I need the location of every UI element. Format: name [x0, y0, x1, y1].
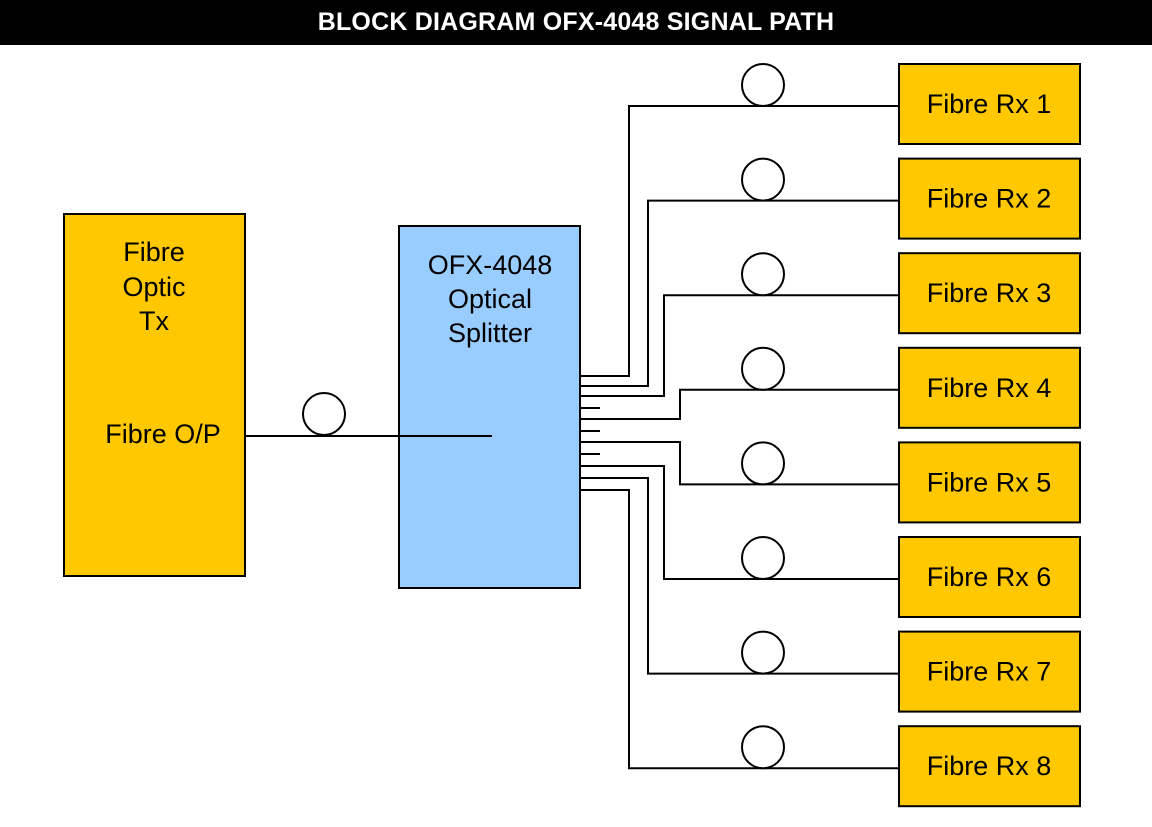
- fibre-spool-icon: [741, 252, 785, 297]
- fibre-rx-block: [898, 441, 1081, 524]
- fibre-spool-icon: [741, 536, 785, 580]
- fibre-spool-icon: [741, 725, 785, 770]
- fibre-rx-block: [898, 63, 1081, 145]
- tx-label-line-2: Optic: [122, 272, 185, 302]
- fibre-rx-label: Fibre Rx 4: [927, 373, 1052, 403]
- fibre-rx-block: [898, 630, 1081, 713]
- fibre-spool-icon: [741, 630, 785, 675]
- fibre-rx-label: Fibre Rx 6: [927, 562, 1052, 592]
- fibre-rx-block: [898, 725, 1081, 808]
- input-fibre-spool-icon: [302, 392, 346, 436]
- tx-label-line-3: Tx: [139, 306, 169, 336]
- optical-splitter-block: [398, 225, 581, 589]
- splitter-label-line-2: Optical: [448, 284, 532, 314]
- fibre-rx-block: [898, 157, 1081, 240]
- fibre-optic-tx-block: [63, 213, 246, 577]
- fibre-rx-label: Fibre Rx 5: [927, 467, 1052, 497]
- fibre-rx-label: Fibre Rx 2: [927, 184, 1052, 214]
- fibre-rx-block: [898, 252, 1081, 335]
- tx-output-label: Fibre O/P: [105, 419, 221, 449]
- fibre-rx-label: Fibre Rx 7: [927, 657, 1052, 687]
- fibre-rx-label: Fibre Rx 1: [927, 89, 1052, 119]
- fibre-spool-icon: [741, 157, 785, 202]
- fibre-spool-icon: [741, 346, 785, 391]
- splitter-label-line-1: OFX-4048: [428, 250, 553, 280]
- fibre-rx-block: [898, 536, 1081, 618]
- splitter-label-line-3: Splitter: [448, 318, 532, 348]
- fibre-rx-label: Fibre Rx 8: [927, 751, 1052, 781]
- fibre-rx-block: [898, 346, 1081, 429]
- fibre-spool-icon: [741, 441, 785, 486]
- diagram-title: BLOCK DIAGRAM OFX-4048 SIGNAL PATH: [0, 0, 1152, 45]
- receiver-group: Fibre Rx 1 Fibre Rx 2 Fibre Rx 3 Fibre Rx 4…: [741, 63, 1081, 808]
- fibre-spool-icon: [741, 63, 785, 107]
- tx-label-line-1: Fibre: [123, 237, 185, 267]
- fibre-rx-label: Fibre Rx 3: [927, 278, 1052, 308]
